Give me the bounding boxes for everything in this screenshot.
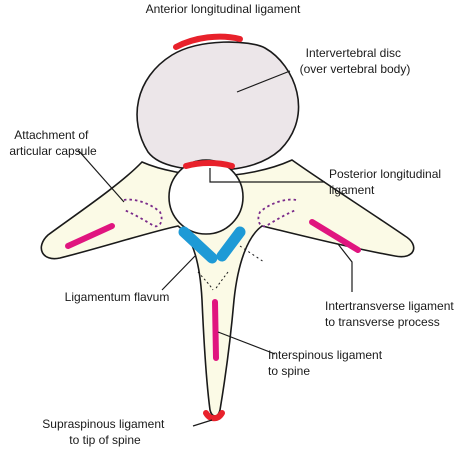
vertebral-foramen bbox=[168, 159, 244, 235]
interspinous-ligament bbox=[212, 299, 219, 361]
leader-posterior bbox=[209, 168, 325, 183]
ligamentum-flavum-left bbox=[178, 226, 218, 264]
leader-flavum bbox=[161, 255, 196, 291]
lamina-dotted-line bbox=[197, 271, 229, 291]
leader-intertransverse bbox=[337, 243, 353, 292]
label-interspinous: Interspinous ligament to spine bbox=[268, 348, 385, 378]
label-anterior-longitudinal: Anterior longitudinal ligament bbox=[146, 2, 301, 16]
leader-supraspinous bbox=[192, 419, 213, 427]
leader-interspinous bbox=[217, 331, 276, 355]
anterior-longitudinal-ligament bbox=[173, 33, 243, 50]
ligamentum-flavum-right bbox=[216, 226, 246, 262]
label-supraspinous: Supraspinous ligament to tip of spine bbox=[42, 417, 167, 447]
label-intertransverse: Intertransverse ligament to transverse p… bbox=[325, 299, 457, 329]
articular-capsule-right bbox=[257, 198, 297, 228]
articular-capsule-left bbox=[123, 198, 163, 228]
intertransverse-ligament-left bbox=[65, 223, 115, 249]
label-posterior-longitudinal: Posterior longitudinal ligament bbox=[329, 167, 444, 197]
posterior-longitudinal-ligament bbox=[183, 160, 235, 169]
leader-disc bbox=[236, 70, 291, 93]
label-intervertebral-disc: Intervertebral disc (over vertebral body… bbox=[300, 46, 411, 76]
leader-capsule bbox=[77, 149, 125, 203]
label-attachment-capsule: Attachment of articular capsule bbox=[9, 128, 97, 158]
intervertebral-disc bbox=[136, 41, 300, 171]
label-ligamentum-flavum: Ligamentum flavum bbox=[65, 290, 170, 304]
leader-lines bbox=[77, 70, 353, 427]
supraspinous-ligament bbox=[203, 410, 225, 422]
intertransverse-ligament-right bbox=[309, 219, 361, 253]
